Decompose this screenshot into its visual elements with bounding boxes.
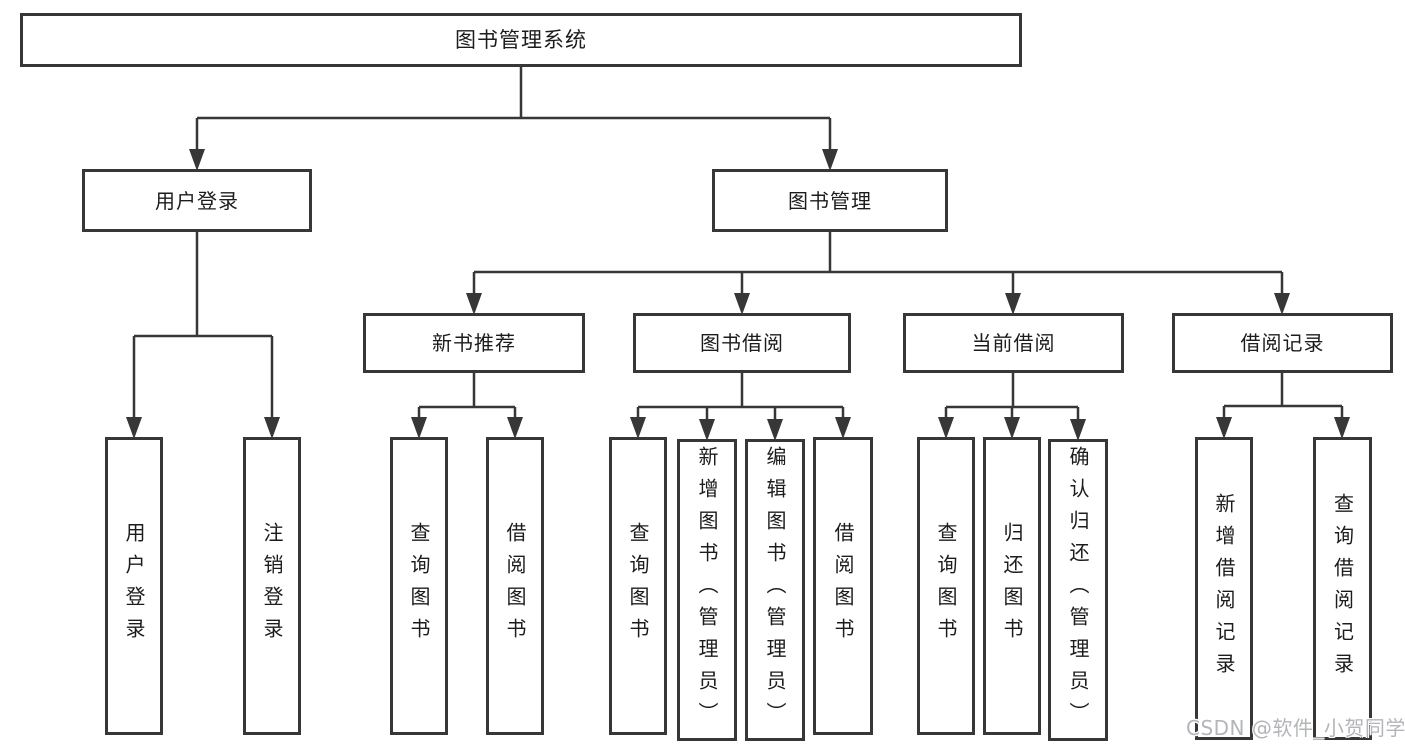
node-v-confirm-return-label: 确认归还（管理员） bbox=[1066, 446, 1090, 734]
node-v-user-login: 用户登录 bbox=[105, 437, 163, 735]
node-book-mgmt: 图书管理 bbox=[712, 169, 948, 232]
node-root: 图书管理系统 bbox=[20, 13, 1022, 67]
node-book-borrow: 图书借阅 bbox=[633, 313, 851, 373]
node-v-confirm-return: 确认归还（管理员） bbox=[1048, 439, 1108, 741]
node-v-edit-book: 编辑图书（管理员） bbox=[745, 439, 805, 741]
node-borrow-record-label: 借阅记录 bbox=[1240, 331, 1325, 355]
node-v-borrow-book-2-label: 借阅图书 bbox=[831, 522, 855, 650]
node-v-add-borrow-record: 新增借阅记录 bbox=[1195, 437, 1253, 740]
arrowheads bbox=[126, 149, 1350, 441]
node-v-edit-book-label: 编辑图书（管理员） bbox=[763, 446, 787, 734]
node-current-borrow-label: 当前借阅 bbox=[971, 331, 1056, 355]
node-v-borrow-book-1: 借阅图书 bbox=[486, 437, 544, 735]
node-v-query-book-2: 查询图书 bbox=[609, 437, 667, 735]
node-v-logout: 注销登录 bbox=[243, 437, 301, 735]
node-v-query-book-1-label: 查询图书 bbox=[407, 522, 431, 650]
node-v-return-book: 归还图书 bbox=[983, 437, 1041, 735]
node-root-label: 图书管理系统 bbox=[455, 27, 587, 52]
node-book-mgmt-label: 图书管理 bbox=[788, 188, 872, 213]
node-v-borrow-book-2: 借阅图书 bbox=[813, 437, 873, 735]
node-v-query-book-1: 查询图书 bbox=[390, 437, 448, 735]
node-v-add-book: 新增图书（管理员） bbox=[677, 439, 737, 741]
node-v-query-borrow-record: 查询借阅记录 bbox=[1313, 437, 1372, 740]
node-book-borrow-label: 图书借阅 bbox=[700, 331, 784, 355]
node-v-query-book-3-label: 查询图书 bbox=[934, 522, 958, 650]
node-v-query-borrow-record-label: 查询借阅记录 bbox=[1330, 492, 1355, 685]
node-new-book-rec-label: 新书推荐 bbox=[432, 331, 516, 355]
node-borrow-record: 借阅记录 bbox=[1172, 313, 1393, 373]
csdn-watermark: CSDN @软件_小贺同学 bbox=[1186, 716, 1405, 740]
node-v-user-login-label: 用户登录 bbox=[122, 522, 146, 650]
node-v-return-book-label: 归还图书 bbox=[1000, 522, 1024, 650]
node-new-book-rec: 新书推荐 bbox=[363, 313, 585, 373]
connector-path bbox=[132, 67, 1344, 425]
node-v-query-book-3: 查询图书 bbox=[917, 437, 975, 735]
node-current-borrow: 当前借阅 bbox=[903, 313, 1124, 373]
node-v-query-book-2-label: 查询图书 bbox=[626, 522, 650, 650]
node-v-add-borrow-record-label: 新增借阅记录 bbox=[1212, 492, 1236, 685]
node-user-login: 用户登录 bbox=[82, 169, 312, 232]
node-v-add-book-label: 新增图书（管理员） bbox=[695, 446, 719, 734]
node-v-logout-label: 注销登录 bbox=[260, 522, 284, 650]
node-user-login-label: 用户登录 bbox=[155, 188, 239, 213]
node-v-borrow-book-1-label: 借阅图书 bbox=[503, 522, 527, 650]
